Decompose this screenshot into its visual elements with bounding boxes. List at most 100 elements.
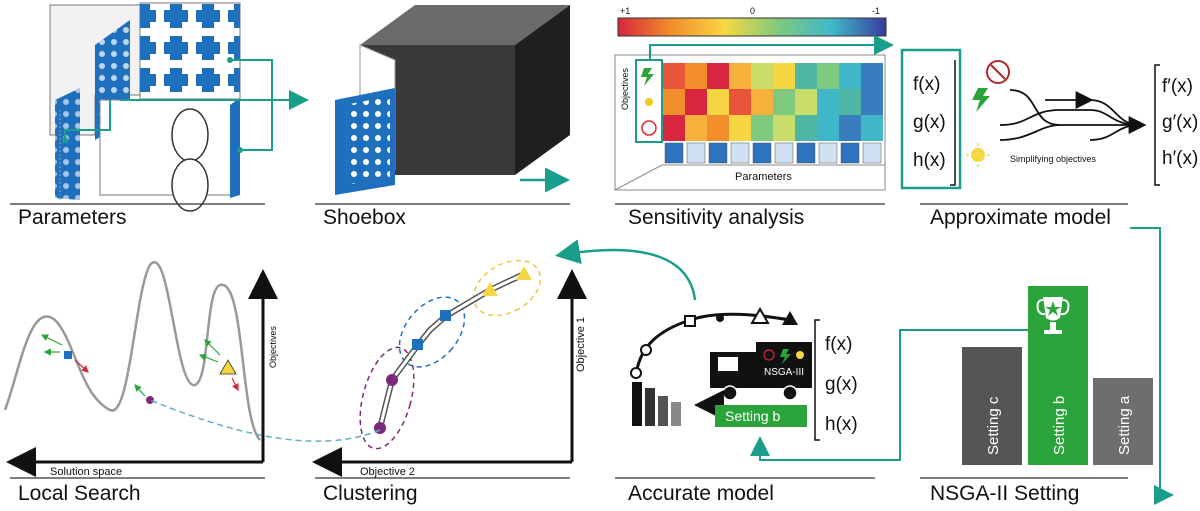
parameter-thumbnail-icon	[686, 142, 706, 164]
parameter-thumbnail-icon	[752, 142, 772, 164]
accurate-g: g(x)	[825, 374, 858, 395]
heatmap-cell	[839, 63, 861, 89]
heatmap-cell	[729, 115, 751, 141]
parameter-thumbnail-icon	[796, 142, 816, 164]
setting-bar-label: Setting b	[1051, 396, 1068, 455]
heatmap-cell	[707, 89, 729, 115]
sensitivity-illustration: +1 0 -1 Objectives Parameters	[614, 6, 894, 191]
heatmap-cell	[685, 115, 707, 141]
parameter-thumbnail-icon	[708, 142, 728, 164]
simplifying-caption: Simplifying objectives	[1010, 154, 1097, 164]
lightning-icon	[641, 68, 654, 86]
local-search-illustration: Objectives Solution space	[3, 260, 278, 478]
heatmap-cell	[707, 115, 729, 141]
cluster-point	[386, 374, 398, 386]
setting-bar-label: Setting a	[1116, 395, 1133, 455]
heatmap-cell	[817, 115, 839, 141]
pareto-bar	[645, 388, 655, 426]
pareto-point	[684, 315, 696, 327]
local-triangle-marker	[219, 359, 237, 375]
cluster-point	[482, 282, 498, 296]
objectives-axis-label: Objectives	[620, 67, 630, 110]
parameter-thumbnail-icon	[774, 142, 794, 164]
setting-bar	[962, 347, 1022, 465]
cluster-blue	[398, 296, 466, 368]
parameter-icons-row	[664, 142, 882, 164]
heatmap-cell	[707, 63, 729, 89]
panel-title-nsga: NSGA-II Setting	[930, 482, 1079, 505]
sun-icon	[796, 351, 804, 359]
pareto-point	[630, 367, 642, 379]
trophy-icon	[1036, 297, 1070, 334]
cluster-point	[412, 339, 423, 350]
approx-f: f(x)	[913, 74, 940, 95]
cluster-yellow	[472, 259, 542, 317]
heatmap-cell	[751, 89, 773, 115]
lightning-icon	[780, 349, 791, 364]
cluster-y-axis-label: Objective 1	[575, 317, 587, 372]
heatmap-cell	[663, 63, 685, 89]
heatmap-cell	[795, 115, 817, 141]
setting-b-badge-label: Setting b	[725, 408, 780, 424]
approx-h-prime: h′(x)	[1162, 148, 1198, 169]
shoebox-illustration	[335, 5, 570, 195]
sensitivity-heatmap	[663, 63, 883, 141]
nsga-truck: NSGA-III	[710, 342, 812, 401]
accurate-illustration: NSGA-III Setting b f(x) g(x) h(x)	[555, 239, 858, 441]
heatmap-cell	[773, 63, 795, 89]
cluster-x-axis-label: Objective 2	[360, 466, 415, 478]
pareto-bar	[632, 382, 642, 426]
heatmap-cell	[773, 115, 795, 141]
local-y-axis-label: Objectives	[268, 325, 278, 368]
heatmap-cell	[839, 89, 861, 115]
panel-title-accurate: Accurate model	[628, 482, 774, 505]
panel-title-clustering: Clustering	[323, 482, 418, 505]
heatmap-cell	[795, 63, 817, 89]
heatmap-cell	[861, 63, 883, 89]
pareto-point	[750, 306, 770, 324]
pareto-point	[640, 344, 652, 356]
parameter-thumbnail-icon	[862, 142, 882, 164]
heatmap-cell	[795, 89, 817, 115]
pareto-bar	[658, 396, 668, 426]
heatmap-cell	[685, 89, 707, 115]
heatmap-cell	[729, 89, 751, 115]
clustering-illustration: Objective 1 Objective 2	[149, 259, 587, 478]
heatmap-cell	[839, 115, 861, 141]
heatmap-cell	[751, 115, 773, 141]
glare-icon	[641, 120, 657, 136]
scale-max-label: +1	[620, 6, 630, 16]
heatmap-cell	[861, 89, 883, 115]
local-x-axis-label: Solution space	[50, 466, 122, 478]
cluster-point	[440, 310, 451, 321]
heatmap-cell	[861, 115, 883, 141]
panel-title-local-search: Local Search	[18, 482, 141, 505]
parameter-thumbnail-icon	[664, 142, 684, 164]
setting-bar-label: Setting c	[985, 396, 1002, 455]
glare-icon	[763, 349, 775, 361]
accurate-f: f(x)	[825, 334, 852, 355]
setting-bar	[1093, 378, 1153, 465]
parameters-axis-label: Parameters	[735, 171, 792, 183]
local-square-marker	[64, 351, 72, 359]
parameter-thumbnail-icon	[730, 142, 750, 164]
approximate-illustration: f(x) g(x) h(x) f′(x) g′(x) h′(x) Simplif…	[900, 48, 1198, 505]
parameter-thumbnail-icon	[818, 142, 838, 164]
glare-icon	[986, 60, 1010, 84]
heatmap-cell	[729, 63, 751, 89]
sun-icon	[645, 98, 653, 106]
cluster-point	[516, 266, 532, 280]
heatmap-cell	[663, 115, 685, 141]
lightning-icon	[972, 88, 990, 112]
truck-label: NSGA-III	[764, 367, 804, 378]
heatmap-cell	[663, 89, 685, 115]
local-circle-marker	[146, 396, 154, 404]
nsga-setting-illustration: Setting c Setting b Setting a	[750, 286, 1153, 465]
pareto-bar	[671, 402, 681, 426]
panel-title-sensitivity: Sensitivity analysis	[628, 206, 804, 229]
cluster-purple	[359, 346, 415, 450]
pareto-point	[782, 311, 798, 325]
approx-g-prime: g′(x)	[1162, 112, 1198, 133]
parameters-illustration	[49, 2, 309, 212]
